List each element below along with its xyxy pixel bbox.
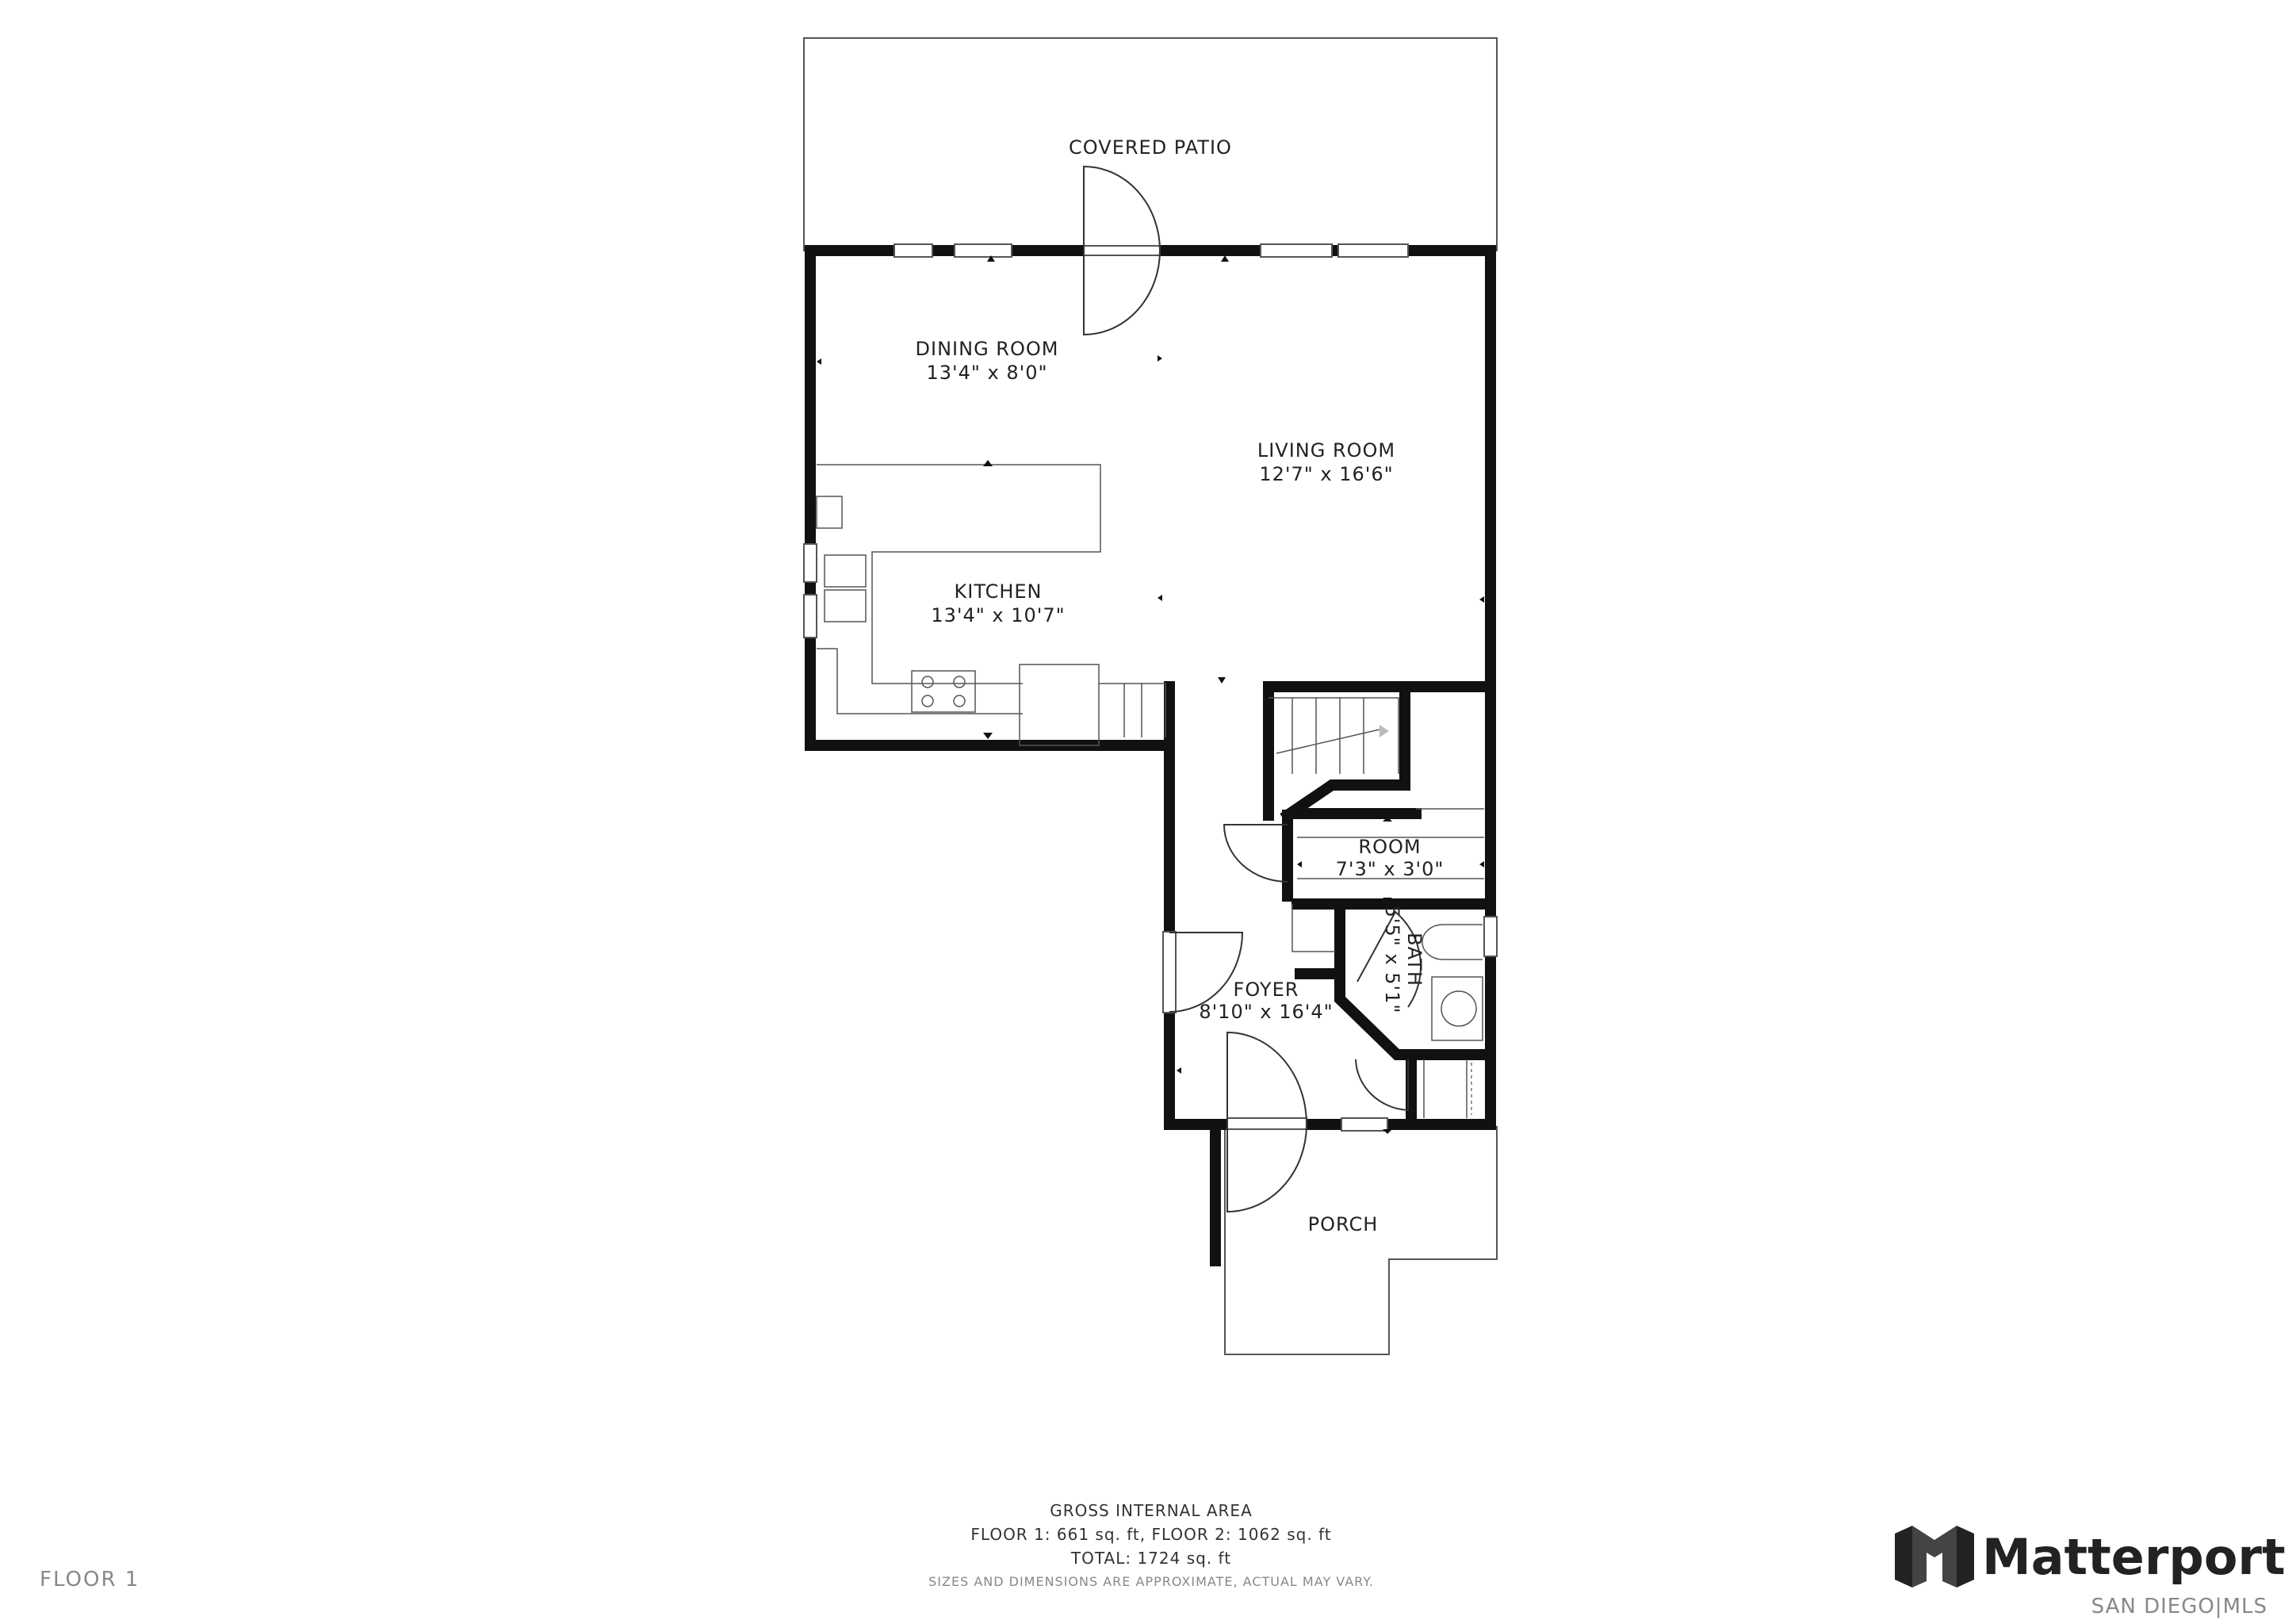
windows [803, 243, 1498, 1132]
living-room-label: LIVING ROOM [1257, 439, 1395, 462]
living-room-dims: 12'7" x 16'6" [1259, 463, 1393, 485]
stairs [1269, 697, 1399, 774]
matterport-logo-icon [1895, 1526, 1974, 1588]
bath-label-group: BATH 5'5" x 5'1" [1381, 906, 1425, 1014]
brand-name: Matterport [1982, 1528, 2286, 1586]
porch-outline [1224, 1126, 1498, 1355]
floor-label: FLOOR 1 [40, 1568, 140, 1591]
disclaimer-text: SIZES AND DIMENSIONS ARE APPROXIMATE, AC… [928, 1574, 1374, 1589]
covered-patio-label: COVERED PATIO [1069, 136, 1232, 159]
dining-room-label: DINING ROOM [916, 338, 1059, 360]
porch-label: PORCH [1308, 1213, 1379, 1235]
room-label: ROOM [1358, 836, 1421, 858]
foyer-label: FOYER [1234, 979, 1299, 1001]
dining-room-dims: 13'4" x 8'0" [926, 362, 1047, 384]
room-dims: 7'3" x 3'0" [1336, 858, 1445, 880]
bath-dims: 5'5" x 5'1" [1381, 906, 1403, 1014]
bath-fixtures [1292, 808, 1484, 1118]
interior-walls [1263, 681, 1496, 1130]
kitchen-label: KITCHEN [955, 580, 1043, 603]
floors-area-line: FLOOR 1: 661 sq. ft, FLOOR 2: 1062 sq. f… [970, 1525, 1331, 1544]
foyer-dims: 8'10" x 16'4" [1199, 1001, 1333, 1023]
exterior-walls [805, 245, 1496, 1266]
doors [1083, 165, 1422, 1213]
brand-sub: SAN DIEGO|MLS [2091, 1595, 2267, 1618]
kitchen-dims: 13'4" x 10'7" [931, 604, 1065, 626]
kitchen-fixtures [816, 464, 1166, 746]
dimension-markers [817, 255, 1484, 1134]
total-area-line: TOTAL: 1724 sq. ft [1070, 1549, 1231, 1568]
bath-label: BATH [1403, 933, 1425, 986]
gross-area-heading: GROSS INTERNAL AREA [1050, 1501, 1253, 1520]
